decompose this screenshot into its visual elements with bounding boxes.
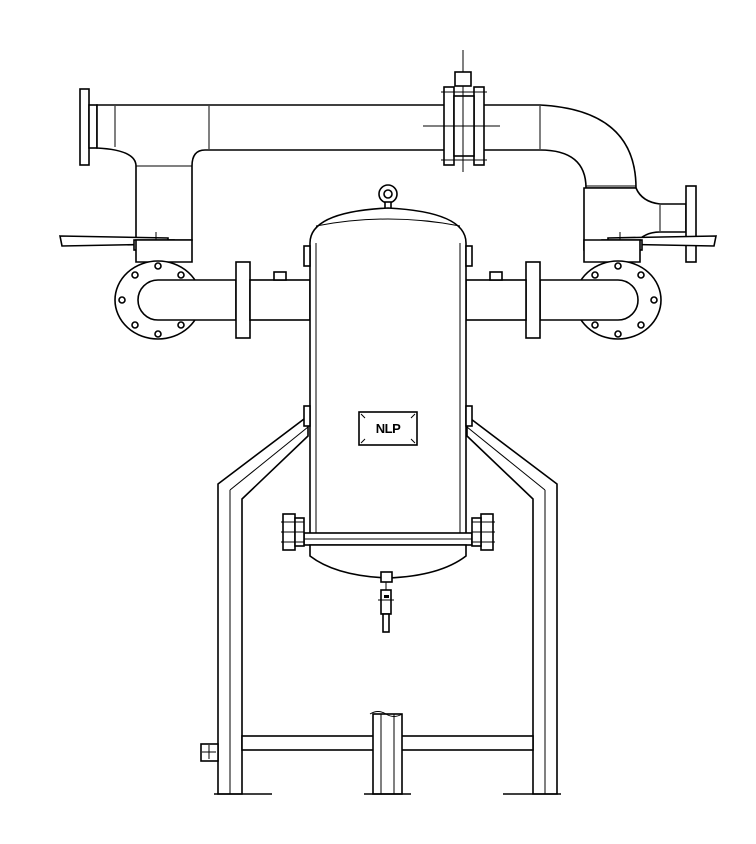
drain-valve (378, 571, 394, 633)
gate-valve (423, 50, 500, 172)
crossover-pipe (79, 88, 697, 263)
grounding-lug (200, 743, 219, 762)
support-frame (200, 414, 561, 795)
right-top-flange (685, 185, 697, 263)
right-outlet (465, 232, 717, 340)
left-inlet (59, 232, 311, 340)
left-branch-flange (235, 261, 251, 339)
vessel-shell (309, 207, 467, 539)
right-flange-bolts (471, 513, 495, 551)
nameplate: NLP (358, 411, 418, 446)
vessel: NLP (281, 184, 495, 579)
center-post (364, 711, 411, 795)
lifting-eye (378, 184, 398, 211)
left-flange-bolts (281, 513, 305, 551)
left-top-flange (79, 88, 90, 166)
right-branch-flange (525, 261, 541, 339)
nameplate-text: NLP (376, 421, 401, 436)
